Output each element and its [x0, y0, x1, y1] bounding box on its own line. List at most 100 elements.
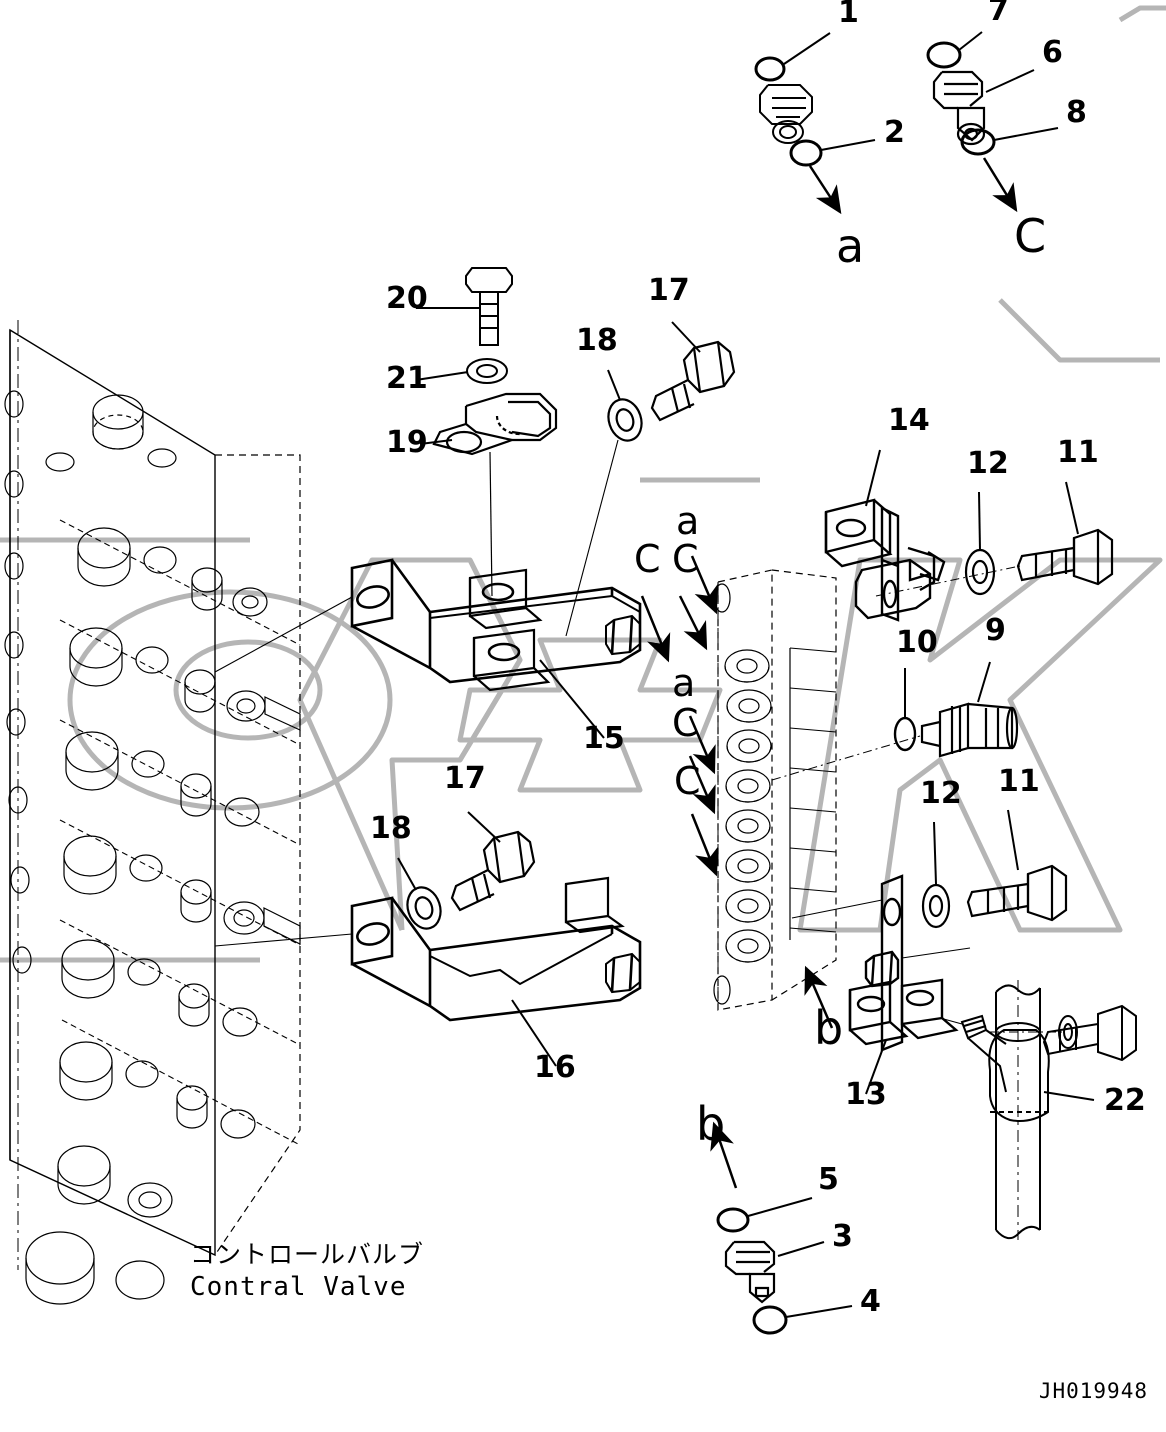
leader-11b [1007, 809, 1019, 871]
ref-letter-c-mid3: C [672, 701, 699, 745]
part-21-washer [466, 358, 508, 384]
part-18b-washer [406, 886, 442, 930]
callout-2: 2 [884, 115, 905, 150]
leader-6 [985, 69, 1035, 93]
leader-13 [865, 1039, 887, 1095]
callout-5: 5 [818, 1162, 839, 1197]
ref-letter-b-bottom: b [696, 1097, 725, 1151]
ref-arrow-c-top [982, 157, 1018, 213]
callout-7: 7 [988, 0, 1009, 28]
callout-17b: 17 [444, 761, 486, 796]
leader-18 [607, 369, 621, 401]
part-11b-bolt [966, 864, 1068, 922]
ref-arrows-manifold [640, 555, 834, 1189]
ref-letter-c-mid2: C [672, 537, 699, 581]
part-14-holder [824, 498, 946, 622]
leader-1 [783, 32, 831, 65]
callout-12: 12 [967, 446, 1009, 481]
assembly-line-15 [214, 596, 353, 673]
part-3-fitting [724, 1240, 776, 1304]
callout-8: 8 [1066, 95, 1087, 130]
ref-arrow-b-lowmid [804, 965, 834, 1029]
leader-17 [671, 321, 701, 353]
assembly-line-13 [791, 899, 883, 919]
leader-8 [993, 127, 1059, 141]
part-16-bracket [350, 876, 642, 1022]
leader-17b [467, 811, 501, 843]
part-18-washer [607, 398, 643, 442]
callout-1: 1 [838, 0, 859, 30]
caption-english: Contral Valve [190, 1272, 407, 1302]
callout-4: 4 [860, 1284, 881, 1319]
leader-7 [958, 31, 983, 51]
leader-22 [1043, 1091, 1095, 1101]
leader-2 [820, 139, 876, 151]
leader-12 [978, 491, 981, 551]
callout-22: 22 [1104, 1083, 1146, 1118]
leader-18b [397, 857, 417, 891]
callout-10: 10 [896, 625, 938, 660]
ref-arrow-a-top [808, 165, 842, 215]
callout-9: 9 [985, 613, 1006, 648]
callout-11b: 11 [998, 764, 1040, 799]
part-20-bolt [465, 267, 513, 346]
part-9-sensor [920, 702, 1019, 758]
part-11-bolt [1016, 528, 1114, 586]
leader-12b [933, 821, 937, 885]
callout-13: 13 [845, 1077, 887, 1112]
leader-3 [777, 1241, 825, 1257]
callout-17: 17 [648, 273, 690, 308]
leader-19 [419, 439, 453, 445]
caption-japanese: コントロールバルブ [190, 1240, 424, 1269]
callout-16: 16 [534, 1050, 576, 1085]
part-17b-bolt [450, 830, 536, 912]
ref-letter-a-mid1: a [676, 499, 699, 543]
callout-20: 20 [386, 281, 428, 316]
callout-numbers: 1 2 3 4 5 6 7 8 9 10 11 12 11 12 13 14 1… [370, 0, 1146, 1319]
assembly-line-11 [875, 565, 1021, 597]
ref-letter-c-top: C [1014, 209, 1046, 263]
leader-11 [1065, 481, 1079, 535]
leader-9 [977, 661, 991, 703]
ref-arrow-c-mid4 [690, 813, 719, 877]
part-19-clamp [432, 392, 558, 456]
part-2-fitting [759, 84, 813, 144]
part-5-oring [716, 1207, 750, 1233]
reference-letters: a C a C C a C C b b [634, 209, 1046, 1151]
ref-arrow-b-bottom [710, 1121, 738, 1189]
callout-3: 3 [832, 1219, 853, 1254]
ref-letter-a-mid2: a [672, 661, 695, 705]
ref-letter-b-lowmid: b [814, 1001, 843, 1055]
leader-4 [785, 1305, 853, 1318]
assembly-line-16 [214, 933, 353, 947]
ref-letter-c-mid1: C [634, 537, 661, 581]
leader-16 [511, 999, 557, 1067]
callout-18b: 18 [370, 811, 412, 846]
leader-21 [415, 371, 469, 381]
assembly-line-18 [565, 439, 619, 637]
ref-arrow-a-mid1 [690, 555, 718, 615]
part-7-oring [926, 41, 962, 69]
part-12b-washer [921, 883, 951, 929]
leader-15 [539, 659, 605, 739]
control-valve-assembly [4, 320, 301, 1305]
ref-arrow-a-mid2 [688, 715, 716, 775]
ref-arrow-c-mid2 [678, 595, 708, 651]
part-6-fitting [932, 70, 986, 146]
part-13-bracket [848, 874, 959, 1052]
part-4-oring [752, 1305, 788, 1335]
part-15-bracket [350, 558, 642, 692]
diagram-caption: コントロールバルブ Contral Valve [190, 1240, 424, 1302]
ref-arrow-c-mid3 [688, 755, 716, 815]
drawing-number: JH019948 [1039, 1379, 1148, 1403]
ref-letter-a-top: a [836, 219, 864, 273]
callout-21: 21 [386, 361, 428, 396]
leader-14 [865, 449, 881, 507]
callout-6: 6 [1042, 35, 1063, 70]
ref-letter-c-mid4: C [674, 759, 701, 803]
part-10-oring [893, 716, 917, 752]
ref-arrow-c-mid1 [640, 595, 671, 663]
part-1-oring [754, 56, 786, 82]
